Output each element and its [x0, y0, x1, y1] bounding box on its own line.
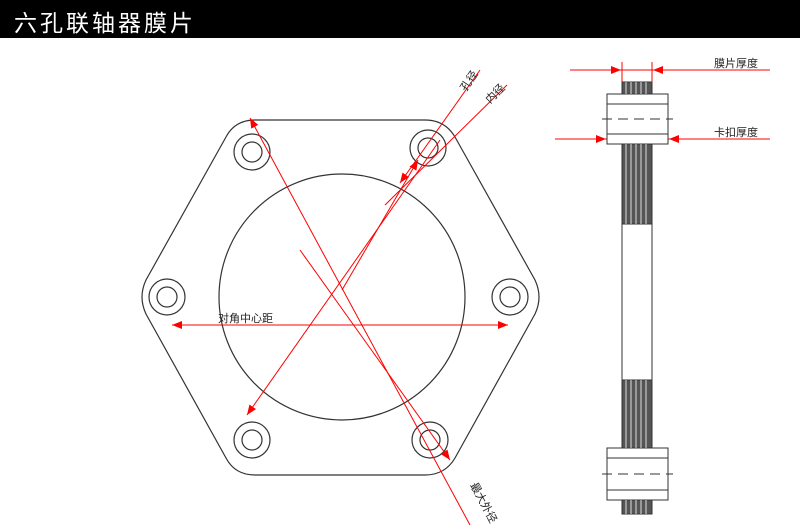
label-max-outer-diameter: 最大外径 — [467, 480, 500, 525]
bolt-holes — [148, 129, 529, 459]
label-hole-diameter: 孔径 — [458, 68, 481, 94]
front-view — [141, 119, 540, 476]
label-inner-diameter: 内径 — [482, 81, 507, 106]
label-diaphragm-thickness: 膜片厚度 — [714, 56, 758, 70]
side-view — [602, 81, 673, 515]
inner-bore — [218, 173, 466, 421]
title-bar: 六孔联轴器膜片 — [0, 0, 800, 38]
dimension-lines — [172, 62, 770, 526]
hexagon-outline — [141, 119, 540, 476]
page-title: 六孔联轴器膜片 — [14, 11, 196, 37]
label-clip-thickness: 卡扣厚度 — [714, 125, 758, 139]
label-diagonal-center-distance: 对角中心距 — [218, 311, 273, 325]
